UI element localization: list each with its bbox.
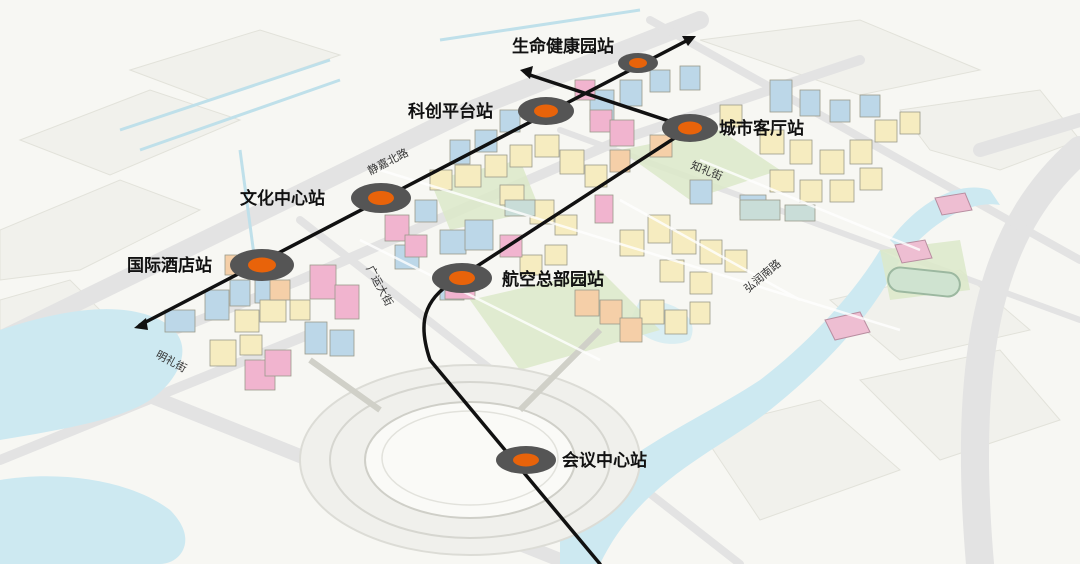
station-label-guoji: 国际酒店站 — [127, 255, 212, 276]
buildings — [164, 65, 921, 391]
station-chengshi[interactable] — [662, 114, 718, 142]
sports-field — [887, 266, 961, 298]
station-label-huiyi: 会议中心站 — [562, 450, 647, 471]
station-label-wenhua: 文化中心站 — [240, 188, 325, 209]
arrow-southwest — [134, 318, 148, 330]
metro-arrows — [134, 36, 696, 330]
metro-line-a — [138, 38, 690, 327]
station-label-hangkong: 航空总部园站 — [502, 269, 604, 290]
station-label-kechuang: 科创平台站 — [408, 101, 493, 122]
station-shengming[interactable] — [618, 53, 658, 73]
pink-plots — [824, 192, 973, 341]
station-label-chengshi: 城市客厅站 — [719, 118, 804, 139]
arrow-northwest — [520, 66, 533, 79]
station-hangkong[interactable] — [432, 263, 492, 293]
metro-line-b — [525, 72, 692, 130]
station-kechuang[interactable] — [518, 97, 574, 125]
station-wenhua[interactable] — [351, 183, 411, 213]
station-guoji[interactable] — [230, 249, 294, 281]
arrow-northeast — [682, 36, 696, 46]
station-huiyi[interactable] — [496, 446, 556, 474]
station-label-shengming: 生命健康园站 — [512, 36, 614, 57]
local-streets — [359, 158, 921, 362]
